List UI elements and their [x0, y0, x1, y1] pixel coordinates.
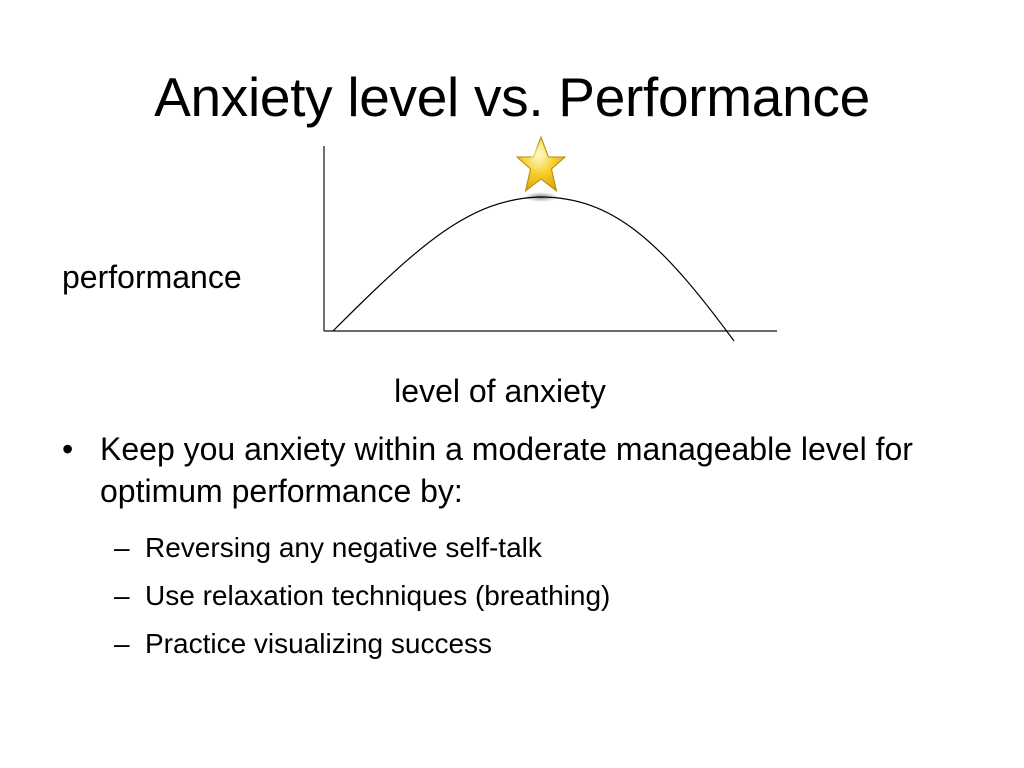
bullet-item: • Keep you anxiety within a moderate man… [62, 428, 982, 668]
sub-bullet-text: Use relaxation techniques (breathing) [145, 580, 611, 611]
sub-bullet-item: – Reversing any negative self-talk [114, 524, 982, 572]
bullet-list: • Keep you anxiety within a moderate man… [62, 428, 982, 668]
sub-bullet-list: – Reversing any negative self-talk – Use… [114, 524, 982, 668]
chart-y-label: performance [62, 259, 242, 295]
sub-bullet-item: – Use relaxation techniques (breathing) [114, 572, 982, 620]
sub-bullet-text: Reversing any negative self-talk [145, 532, 542, 563]
dash-icon: – [114, 628, 130, 659]
dash-icon: – [114, 532, 130, 563]
star-icon [515, 135, 567, 202]
bullet-text: Keep you anxiety within a moderate manag… [100, 431, 913, 509]
bullet-dot-icon: • [62, 431, 74, 467]
slide-title: Anxiety level vs. Performance [154, 66, 870, 128]
dash-icon: – [114, 580, 130, 611]
chart-x-label: level of anxiety [394, 373, 606, 409]
performance-curve [332, 196, 735, 342]
sub-bullet-item: – Practice visualizing success [114, 620, 982, 668]
sub-bullet-text: Practice visualizing success [145, 628, 493, 659]
